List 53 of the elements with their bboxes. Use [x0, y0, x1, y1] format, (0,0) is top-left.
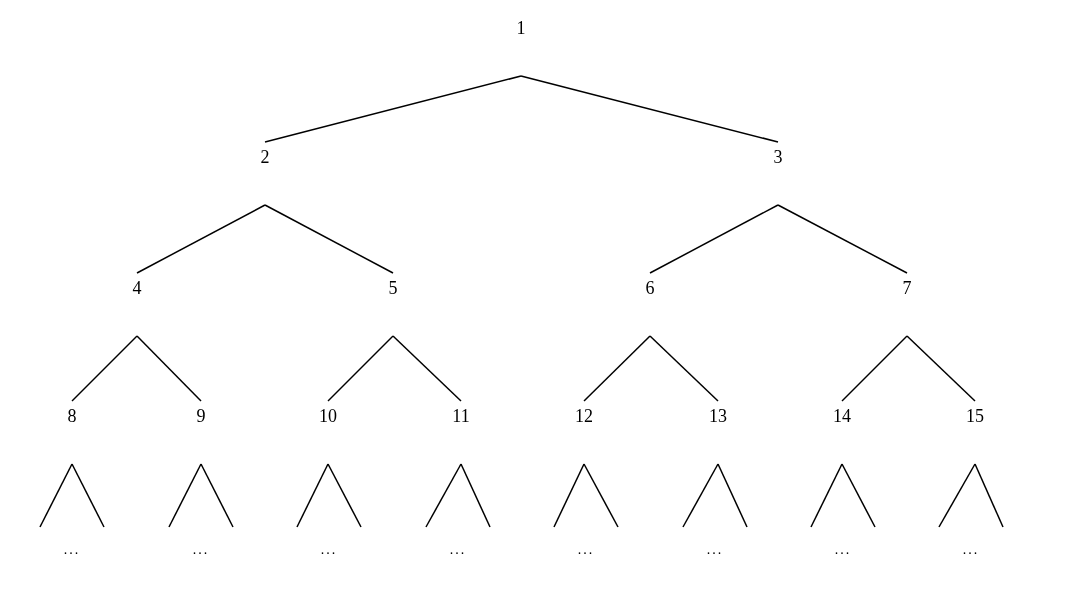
connector-line: [717, 463, 748, 528]
connector-line: [777, 204, 908, 274]
connector-line: [392, 335, 462, 402]
ellipsis-label: ...: [682, 527, 748, 559]
node-number: 5: [388, 279, 398, 297]
connector-line: [810, 463, 843, 528]
connector-line: [974, 463, 1004, 528]
connector-line: [264, 75, 522, 143]
connector-line: [264, 204, 394, 274]
ellipsis-label: ...: [553, 527, 619, 559]
connector-line: [136, 335, 202, 402]
node-number: 2: [260, 148, 270, 166]
ellipsis-label: ...: [296, 527, 362, 559]
connector-line: [327, 335, 394, 402]
connector-line: [841, 335, 908, 402]
ellipsis-label: ...: [425, 527, 491, 559]
node-number: 12: [575, 407, 593, 425]
ellipsis-label: ...: [810, 527, 876, 559]
connector-line: [136, 204, 266, 274]
ellipsis-label: ...: [938, 527, 1004, 559]
connector-line: [200, 463, 234, 528]
node-number: 6: [645, 279, 655, 297]
node-number: 9: [196, 407, 206, 425]
connector-line: [71, 335, 138, 402]
connector-line: [649, 204, 779, 274]
connector-line: [168, 463, 202, 528]
connector-line: [520, 75, 779, 143]
connector-line: [649, 335, 719, 402]
connector-line: [938, 463, 976, 528]
connector-line: [583, 463, 619, 528]
node-number: 11: [452, 407, 470, 425]
connector-line: [682, 463, 719, 528]
node-number: 14: [833, 407, 851, 425]
node-number: 1: [516, 19, 526, 37]
node-number: 10: [319, 407, 337, 425]
node-number: 8: [67, 407, 77, 425]
connector-line: [296, 463, 329, 528]
node-number: 13: [709, 407, 727, 425]
node-number: 15: [966, 407, 984, 425]
ellipsis-label: ...: [168, 527, 234, 559]
connector-line: [71, 463, 105, 528]
connector-line: [39, 463, 73, 528]
node-number: 3: [773, 148, 783, 166]
connector-line: [460, 463, 491, 528]
node-number: 4: [132, 279, 142, 297]
ellipsis-label: ...: [39, 527, 105, 559]
connector-line: [906, 335, 976, 402]
connector-line: [841, 463, 876, 528]
node-number: 7: [902, 279, 912, 297]
connector-line: [425, 463, 462, 528]
connector-line: [327, 463, 362, 528]
connector-line: [553, 463, 585, 528]
connector-line: [583, 335, 651, 402]
